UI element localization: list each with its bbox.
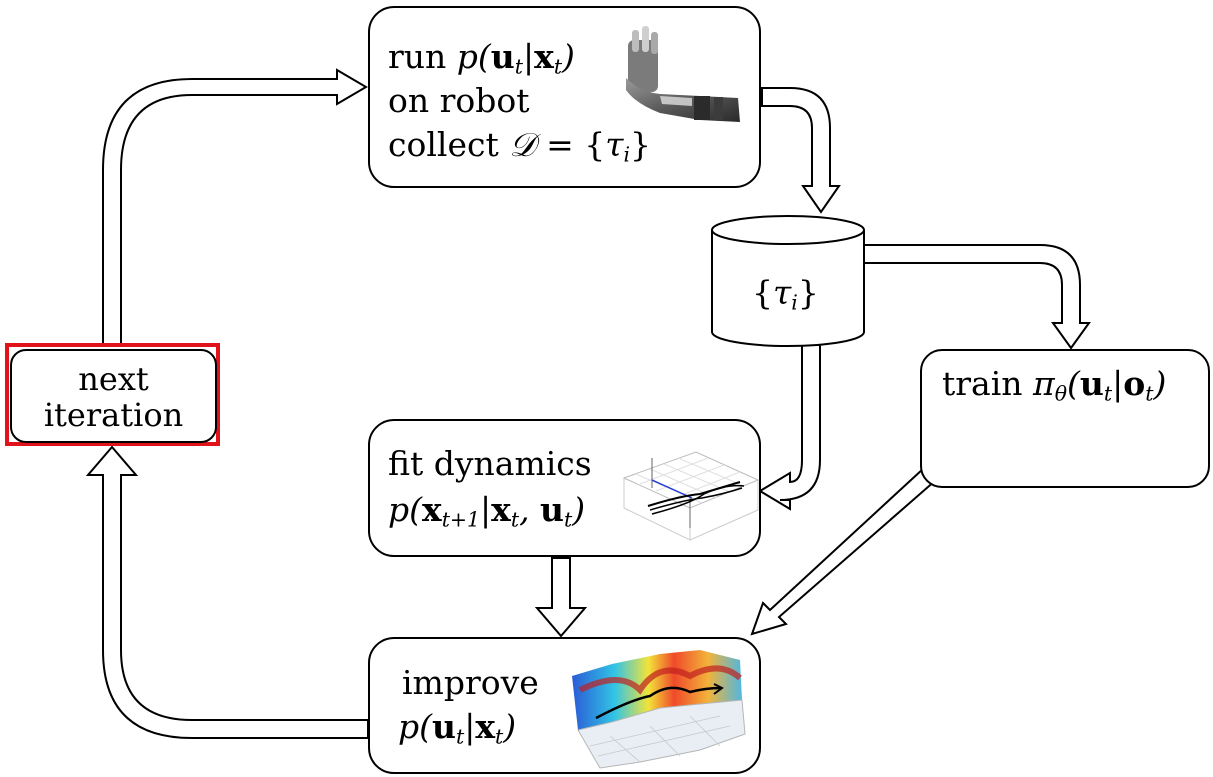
collect-line3-prefix: collect — [388, 125, 510, 164]
next-iteration-highlight — [5, 343, 220, 446]
arrow-improve-to-next — [85, 445, 369, 739]
improve-node — [368, 637, 761, 774]
arrow-next-to-collect — [102, 68, 368, 347]
arrow-dataset-to-train — [863, 244, 1091, 350]
collect-line1-prefix: run — [388, 37, 457, 76]
dynamics-formula: p(xt+1|xt, ut) — [388, 490, 586, 532]
dataset-label: {τi} — [752, 273, 819, 315]
arrow-fit-to-improve — [534, 557, 588, 638]
fit-line1: fit dynamics — [388, 444, 592, 483]
train-policy-formula: πθ(ut|ot) — [1033, 364, 1167, 406]
next-line1: next — [78, 360, 149, 398]
arrow-train-to-improve — [750, 466, 938, 636]
next-line2: iteration — [43, 396, 184, 434]
fit-dynamics-node — [368, 419, 761, 557]
next-iteration-node[interactable]: next iteration — [10, 349, 217, 443]
collect-policy-formula: p(ut|xt) — [456, 37, 575, 79]
train-prefix: train — [942, 364, 1034, 403]
arrow-dataset-to-fit — [758, 344, 821, 511]
dataset-cylinder — [711, 215, 865, 347]
improve-line1: improve — [402, 663, 539, 702]
train-node-text: train πθ(ut|ot) — [942, 364, 1167, 406]
arrow-collect-to-dataset — [761, 87, 841, 214]
dataset-formula: 𝒟 = {τi} — [509, 125, 652, 167]
train-node — [920, 349, 1210, 488]
improve-formula: p(ut|xt) — [398, 707, 517, 749]
collect-line2: on robot — [388, 81, 530, 120]
